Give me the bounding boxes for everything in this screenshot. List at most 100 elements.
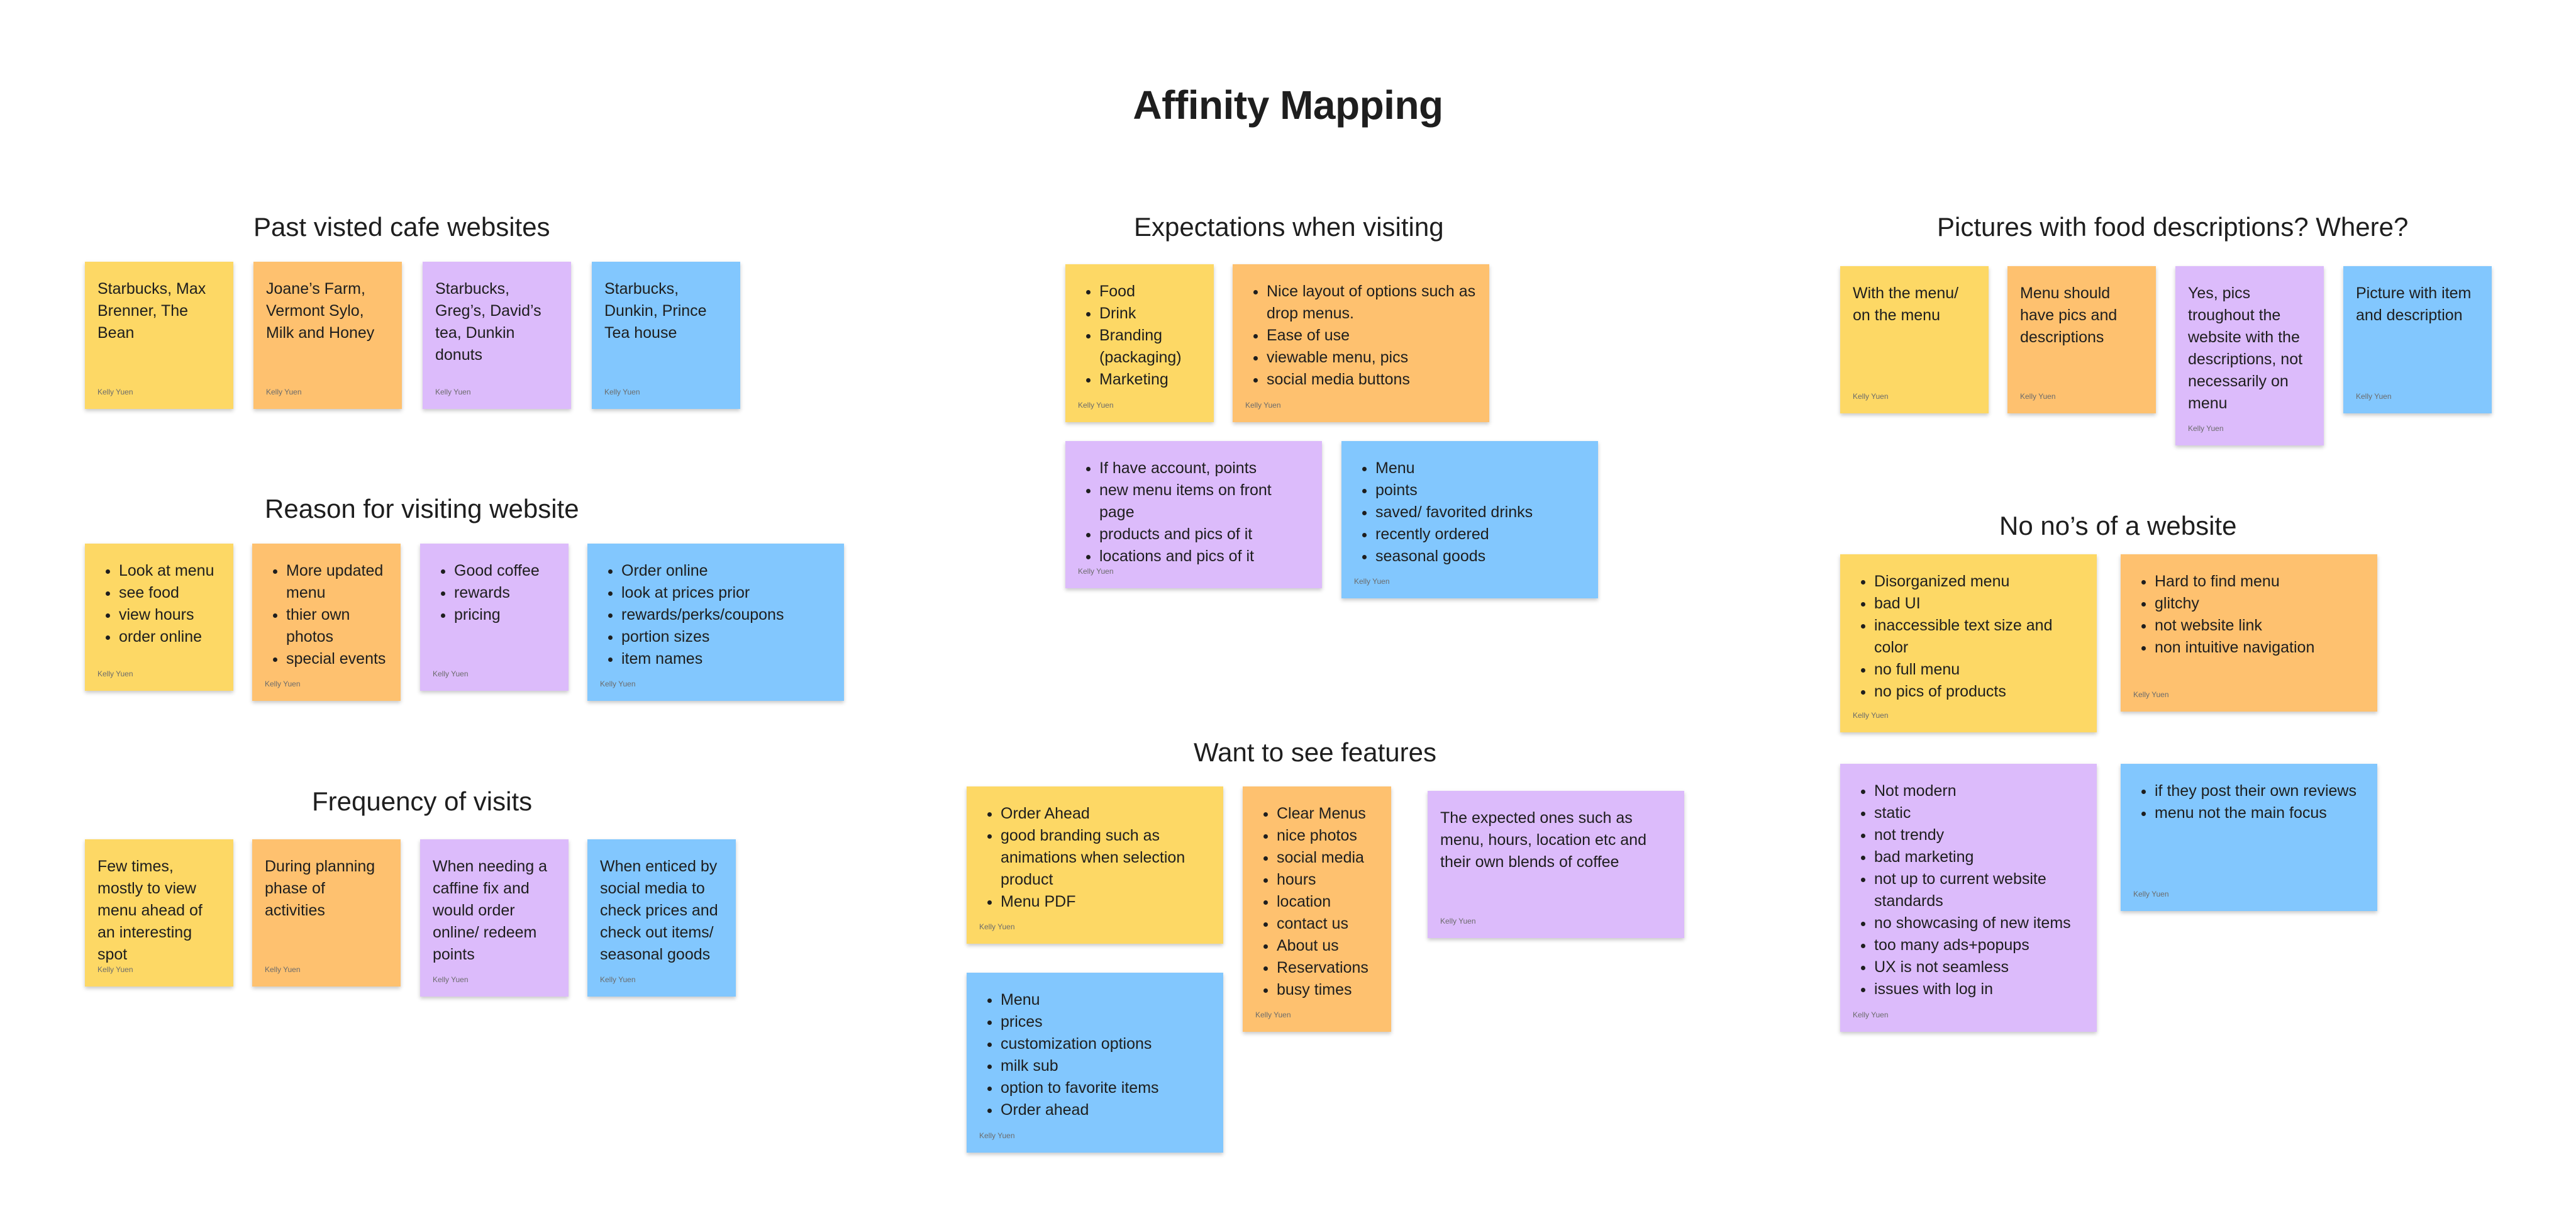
note-text: Starbucks, Max Brenner, The Bean	[97, 280, 206, 342]
sticky-note[interactable]: If have account, points new menu items o…	[1065, 441, 1322, 588]
list-item: Drink	[1099, 303, 1201, 325]
sticky-note[interactable]: Food Drink Branding (packaging) Marketin…	[1065, 264, 1214, 422]
list-item: order online	[119, 626, 221, 648]
note-text: The expected ones such as menu, hours, l…	[1440, 809, 1646, 871]
sticky-note[interactable]: Starbucks, Greg’s, David’s tea, Dunkin d…	[423, 262, 571, 409]
note-author: Kelly Yuen	[2188, 424, 2224, 433]
list-item: if they post their own reviews	[2155, 780, 2365, 802]
note-author: Kelly Yuen	[433, 669, 469, 678]
list-item: option to favorite items	[1001, 1077, 1211, 1099]
note-author: Kelly Yuen	[265, 680, 301, 688]
note-author: Kelly Yuen	[97, 388, 133, 396]
list-item: social media buttons	[1267, 369, 1477, 391]
note-text: During planning phase of activities	[265, 858, 375, 919]
list-item: Ease of use	[1267, 325, 1477, 347]
section-title-frequency[interactable]: Frequency of visits	[312, 786, 533, 816]
list-item: Menu	[1001, 989, 1211, 1011]
note-list: More updated menu thier own photos speci…	[265, 560, 388, 670]
sticky-note[interactable]: Nice layout of options such as drop menu…	[1233, 264, 1489, 422]
sticky-note[interactable]: The expected ones such as menu, hours, l…	[1428, 791, 1684, 938]
sticky-note[interactable]: Order Ahead good branding such as animat…	[967, 786, 1223, 944]
list-item: not trendy	[1874, 824, 2084, 846]
note-list: if they post their own reviews menu not …	[2133, 780, 2365, 824]
sticky-note[interactable]: With the menu/ on the menu Kelly Yuen	[1840, 266, 1989, 413]
sticky-note[interactable]: Menu should have pics and descriptions K…	[2007, 266, 2156, 413]
list-item: UX is not seamless	[1874, 956, 2084, 978]
list-item: rewards	[454, 582, 556, 604]
note-author: Kelly Yuen	[97, 965, 133, 974]
note-author: Kelly Yuen	[604, 388, 640, 396]
sticky-note[interactable]: Menu prices customization options milk s…	[967, 973, 1223, 1153]
sticky-note[interactable]: When enticed by social media to check pr…	[587, 839, 736, 997]
list-item: nice photos	[1277, 825, 1379, 847]
list-item: inaccessible text size and color	[1874, 615, 2084, 659]
list-item: Not modern	[1874, 780, 2084, 802]
sticky-note[interactable]: Menu points saved/ favorited drinks rece…	[1341, 441, 1598, 598]
sticky-note[interactable]: More updated menu thier own photos speci…	[252, 544, 401, 701]
sticky-note[interactable]: Starbucks, Dunkin, Prince Tea house Kell…	[592, 262, 740, 409]
sticky-note[interactable]: Yes, pics troughout the website with the…	[2175, 266, 2324, 445]
list-item: bad UI	[1874, 593, 2084, 615]
list-item: social media	[1277, 847, 1379, 869]
note-author: Kelly Yuen	[979, 1131, 1015, 1140]
list-item: not up to current website standards	[1874, 868, 2084, 912]
note-text: Menu should have pics and descriptions	[2020, 284, 2118, 346]
list-item: Disorganized menu	[1874, 571, 2084, 593]
sticky-note[interactable]: Clear Menus nice photos social media hou…	[1243, 786, 1391, 1032]
list-item: special events	[286, 648, 388, 670]
section-title-expectations[interactable]: Expectations when visiting	[1134, 212, 1444, 242]
note-author: Kelly Yuen	[2133, 690, 2169, 699]
note-author: Kelly Yuen	[1853, 1010, 1889, 1019]
note-author: Kelly Yuen	[1078, 567, 1114, 576]
list-item: bad marketing	[1874, 846, 2084, 868]
note-author: Kelly Yuen	[2020, 392, 2056, 401]
sticky-note[interactable]: During planning phase of activities Kell…	[252, 839, 401, 987]
note-author: Kelly Yuen	[433, 975, 469, 984]
sticky-note[interactable]: Look at menu see food view hours order o…	[85, 544, 233, 691]
list-item: Food	[1099, 281, 1201, 303]
sticky-note[interactable]: Disorganized menu bad UI inaccessible te…	[1840, 554, 2097, 732]
list-item: If have account, points	[1099, 457, 1309, 479]
list-item: Order online	[621, 560, 831, 582]
list-item: recently ordered	[1375, 523, 1585, 545]
list-item: Marketing	[1099, 369, 1201, 391]
section-title-past[interactable]: Past visted cafe websites	[253, 212, 550, 242]
list-item: new menu items on front page	[1099, 479, 1309, 523]
sticky-note[interactable]: Few times, mostly to view menu ahead of …	[85, 839, 233, 987]
section-title-pictures[interactable]: Pictures with food descriptions? Where?	[1937, 212, 2409, 242]
note-list: Disorganized menu bad UI inaccessible te…	[1853, 571, 2084, 703]
list-item: customization options	[1001, 1033, 1211, 1055]
sticky-note[interactable]: Not modern static not trendy bad marketi…	[1840, 764, 2097, 1032]
note-author: Kelly Yuen	[1255, 1010, 1291, 1019]
note-author: Kelly Yuen	[979, 922, 1015, 931]
list-item: locations and pics of it	[1099, 545, 1309, 568]
list-item: location	[1277, 891, 1379, 913]
section-title-reason[interactable]: Reason for visiting website	[265, 494, 579, 523]
note-text: Few times, mostly to view menu ahead of …	[97, 858, 203, 963]
sticky-note[interactable]: if they post their own reviews menu not …	[2121, 764, 2377, 911]
note-author: Kelly Yuen	[1853, 711, 1889, 720]
list-item: see food	[119, 582, 221, 604]
list-item: Reservations	[1277, 957, 1379, 979]
sticky-note[interactable]: When needing a caffine fix and would ord…	[420, 839, 569, 997]
note-text: When needing a caffine fix and would ord…	[433, 858, 548, 963]
list-item: Order Ahead	[1001, 803, 1211, 825]
list-item: too many ads+popups	[1874, 934, 2084, 956]
note-author: Kelly Yuen	[2356, 392, 2392, 401]
list-item: Nice layout of options such as drop menu…	[1267, 281, 1477, 325]
list-item: rewards/perks/coupons	[621, 604, 831, 626]
sticky-note[interactable]: Order online look at prices prior reward…	[587, 544, 844, 701]
sticky-note[interactable]: Joane’s Farm, Vermont Sylo, Milk and Hon…	[253, 262, 402, 409]
list-item: About us	[1277, 935, 1379, 957]
note-list: Good coffee rewards pricing	[433, 560, 556, 626]
sticky-note[interactable]: Good coffee rewards pricing Kelly Yuen	[420, 544, 569, 691]
sticky-note[interactable]: Picture with item and description Kelly …	[2343, 266, 2492, 413]
list-item: no full menu	[1874, 659, 2084, 681]
section-title-nonos[interactable]: No no’s of a website	[1999, 511, 2237, 540]
sticky-note[interactable]: Starbucks, Max Brenner, The Bean Kelly Y…	[85, 262, 233, 409]
note-author: Kelly Yuen	[265, 965, 301, 974]
section-title-features[interactable]: Want to see features	[1194, 737, 1436, 767]
list-item: seasonal goods	[1375, 545, 1585, 568]
sticky-note[interactable]: Hard to find menu glitchy not website li…	[2121, 554, 2377, 712]
list-item: prices	[1001, 1011, 1211, 1033]
